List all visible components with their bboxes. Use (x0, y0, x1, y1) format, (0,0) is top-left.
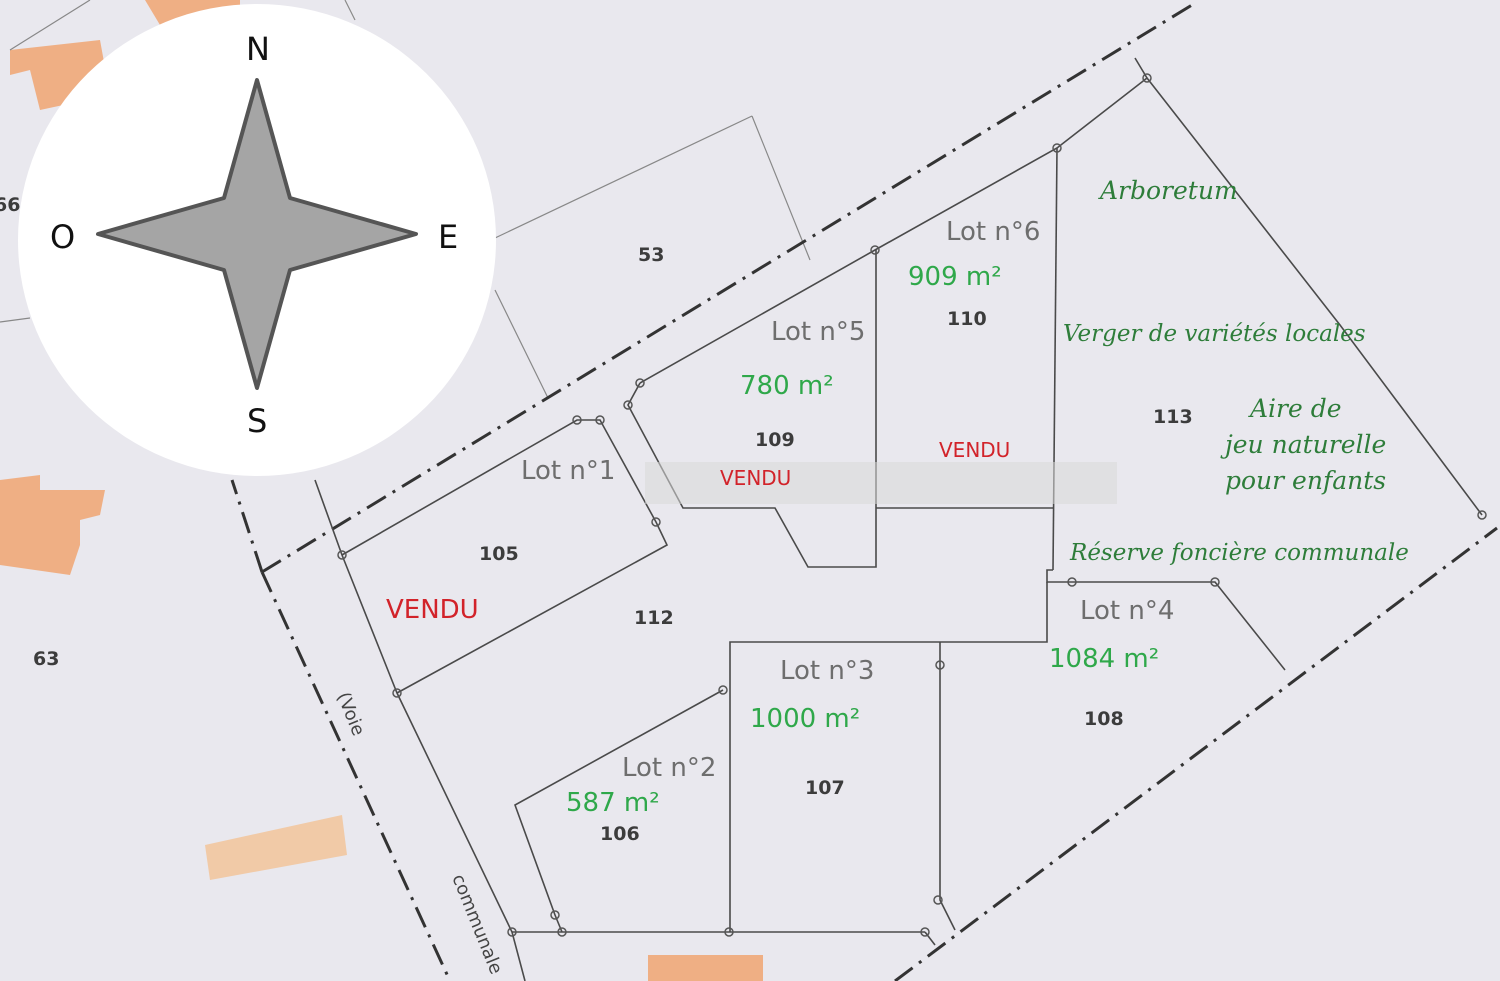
compass-west: O (50, 218, 76, 256)
highlight-band (645, 462, 1117, 504)
parcel-number: 105 (479, 543, 519, 565)
lot-area: 780 m² (740, 371, 834, 401)
lot-label: Lot n°6 (946, 217, 1041, 247)
sold-badge: VENDU (939, 438, 1011, 462)
background-lines (0, 0, 811, 399)
parcel-number: 108 (1084, 708, 1124, 730)
parcel-number-66: 66 (0, 194, 21, 216)
playground-label-line-3: pour enfants (1225, 466, 1387, 495)
compass-east: E (438, 218, 459, 256)
lot-area: 587 m² (566, 788, 660, 818)
parcel-number-113: 113 (1153, 406, 1193, 428)
parcel-number-63: 63 (33, 648, 60, 670)
building (0, 475, 105, 575)
parcel-number: 107 (805, 777, 845, 799)
lot-label: Lot n°5 (771, 317, 866, 347)
parcel-number-53: 53 (638, 244, 665, 266)
land-reserve-label: Réserve foncière communale (1070, 540, 1409, 566)
lot-label: Lot n°2 (622, 753, 717, 783)
commune-boundaries (230, 3, 1498, 981)
compass-south: S (247, 402, 268, 440)
parcel-number: 110 (947, 308, 987, 330)
parcel-number: 106 (600, 823, 640, 845)
survey-points (337, 73, 1487, 937)
playground-label-line-2: jeu naturelle (1225, 430, 1387, 459)
sold-badge: VENDU (720, 466, 792, 490)
compass-star-icon (96, 78, 418, 390)
lot-area: 1000 m² (750, 704, 861, 734)
compass-north: N (246, 30, 270, 68)
lot-label: Lot n°3 (780, 656, 875, 686)
lot-area: 909 m² (908, 262, 1002, 292)
arboretum-label: Arboretum (1100, 176, 1238, 205)
playground-label-line-1: Aire de (1250, 394, 1342, 423)
parcel-number-112: 112 (634, 607, 674, 629)
compass-rose: N S E O (18, 4, 496, 476)
parcel-number: 109 (755, 429, 795, 451)
lot-label: Lot n°4 (1080, 596, 1175, 626)
orchard-label: Verger de variétés locales (1063, 321, 1366, 347)
lot-area: 1084 m² (1049, 644, 1160, 674)
lot-label: Lot n°1 (521, 456, 616, 486)
building (205, 815, 347, 880)
building (648, 955, 763, 981)
sold-badge: VENDU (386, 595, 479, 625)
